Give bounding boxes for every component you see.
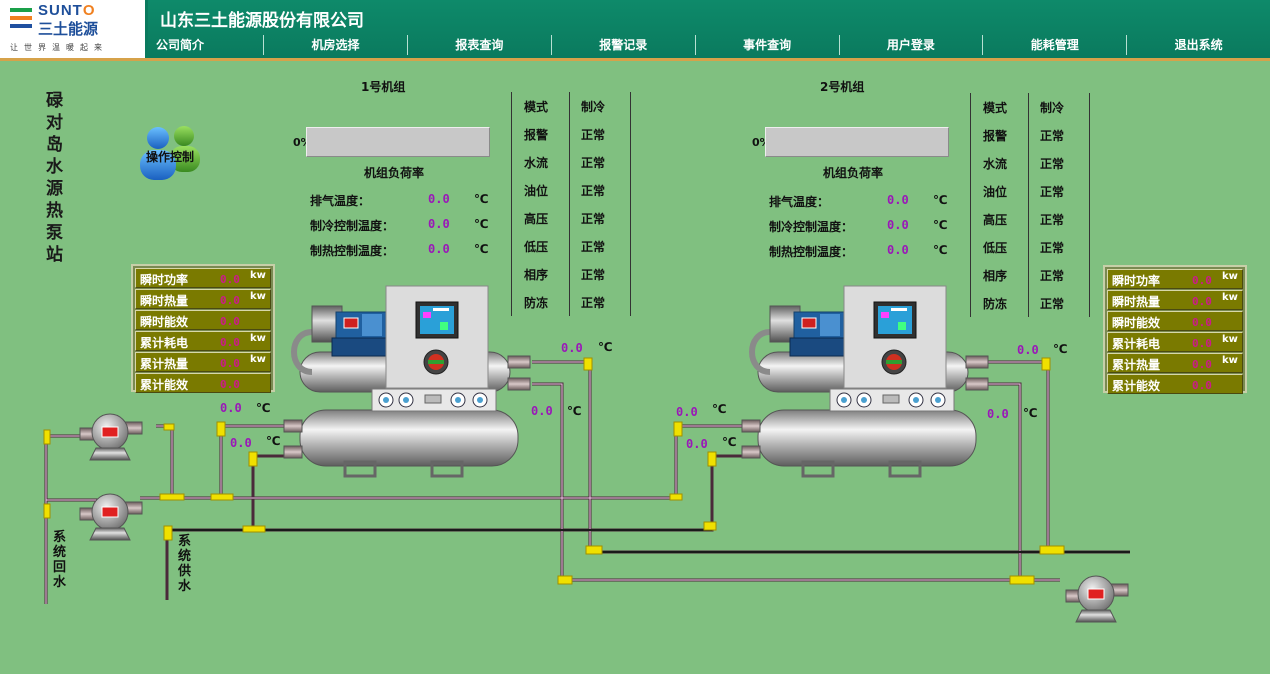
unit-1-heating-temp-unit: ℃ [474,242,489,256]
unit-2-outlet-lower-temp: 0.0 [987,407,1009,421]
unit-2-outlet-upper-temp: 0.0 [1017,343,1039,357]
unit-2-cooling-temp-value: 0.0 [887,218,909,232]
unit-2-exhaust-temp-value: 0.0 [887,193,909,207]
unit-1-heating-temp-label: 制热控制温度： [310,244,395,258]
unit-2-inlet-lower-temp: 0.0 [686,437,708,451]
unit-1-exhaust-temp-value: 0.0 [428,192,450,206]
system-return-label: 系统回水 [53,530,67,590]
nav-company-intro[interactable]: 公司简介 [156,38,205,52]
nav-report-query[interactable]: 报表查询 [406,35,551,55]
logo-slogan: 让世界温暖起来 [10,43,108,52]
system-supply-label: 系统供水 [178,534,192,594]
temp-unit: ℃ [1053,342,1068,356]
unit-2-heating-temp-value: 0.0 [887,243,909,257]
company-name: 山东三土能源股份有限公司 [160,11,364,31]
operate-control-label: 操作控制 [146,150,195,164]
unit-1-cooling-temp-unit: ℃ [474,217,489,231]
nav-event-query[interactable]: 事件查询 [694,35,839,55]
header-divider [0,58,1270,61]
status-separator [1028,93,1029,317]
unit-1-outlet-upper-temp: 0.0 [561,341,583,355]
unit-2-cooling-temp-label: 制冷控制温度： [769,220,854,234]
nav-room-select[interactable]: 机房选择 [263,35,407,55]
return-pump-1[interactable] [79,413,143,461]
source-pump[interactable] [1065,575,1129,623]
nav-energy-management[interactable]: 能耗管理 [982,35,1126,55]
unit-2-cooling-temp-unit: ℃ [933,218,948,232]
unit-1-heating-temp-value: 0.0 [428,242,450,256]
unit-1-outlet-lower-temp: 0.0 [531,404,553,418]
unit-2-load-bar [765,127,949,157]
users-icon [140,126,200,180]
nav-alarm-records[interactable]: 报警记录 [550,35,695,55]
nav-user-login[interactable]: 用户登录 [838,35,983,55]
unit-1-load-label: 机组负荷率 [364,166,425,180]
unit-1-inlet-lower-temp: 0.0 [230,436,252,450]
unit-1-load-bar [306,127,490,157]
temp-unit: ℃ [598,340,613,354]
unit-1-title: 1号机组 [361,80,406,94]
chiller-unit-1[interactable] [284,286,530,476]
unit-2-exhaust-temp-label: 排气温度： [769,195,830,209]
unit-2-status-table: 模式制冷 报警正常 水流正常 油位正常 高压正常 低压正常 相序正常 防冻正常 [970,93,1090,317]
temp-unit: ℃ [266,434,281,448]
logo-chinese: 三土能源 [38,20,99,38]
unit-1-status-table: 模式制冷 报警正常 水流正常 油位正常 高压正常 低压正常 相序正常 防冻正常 [511,92,631,316]
unit-2-inlet-upper-temp: 0.0 [676,405,698,419]
sunto-logo: SUNTO 三土能源 让世界温暖起来 [0,0,148,58]
unit-2-exhaust-temp-unit: ℃ [933,193,948,207]
main-nav: 公司简介 机房选择 报表查询 报警记录 事件查询 用户登录 能耗管理 退出系统 [150,35,1270,55]
operate-control-button[interactable]: 操作控制 [138,124,204,182]
temp-unit: ℃ [1023,406,1038,420]
nav-exit-system[interactable]: 退出系统 [1126,35,1270,55]
logo-english: SUNTO [38,2,96,19]
chiller-unit-2[interactable] [742,286,988,476]
temp-unit: ℃ [256,401,271,415]
temp-unit: ℃ [712,402,727,416]
unit-2-heating-temp-label: 制热控制温度： [769,245,854,259]
temp-unit: ℃ [567,404,582,418]
unit-1-exhaust-temp-unit: ℃ [474,192,489,206]
header-bar: SUNTO 三土能源 让世界温暖起来 山东三土能源股份有限公司 公司简介 机房选… [0,0,1270,58]
logo-stripes-icon [10,8,32,32]
unit-2-heating-temp-unit: ℃ [933,243,948,257]
temp-unit: ℃ [722,435,737,449]
unit-1-cooling-temp-value: 0.0 [428,217,450,231]
unit-2-load-label: 机组负荷率 [823,166,884,180]
status-separator [569,92,570,316]
unit-1-exhaust-temp-label: 排气温度： [310,194,371,208]
station-title: 碌对岛水源热泵站 [46,91,63,265]
unit-2-title: 2号机组 [820,80,865,94]
unit-1-cooling-temp-label: 制冷控制温度： [310,219,395,233]
unit-1-inlet-upper-temp: 0.0 [220,401,242,415]
